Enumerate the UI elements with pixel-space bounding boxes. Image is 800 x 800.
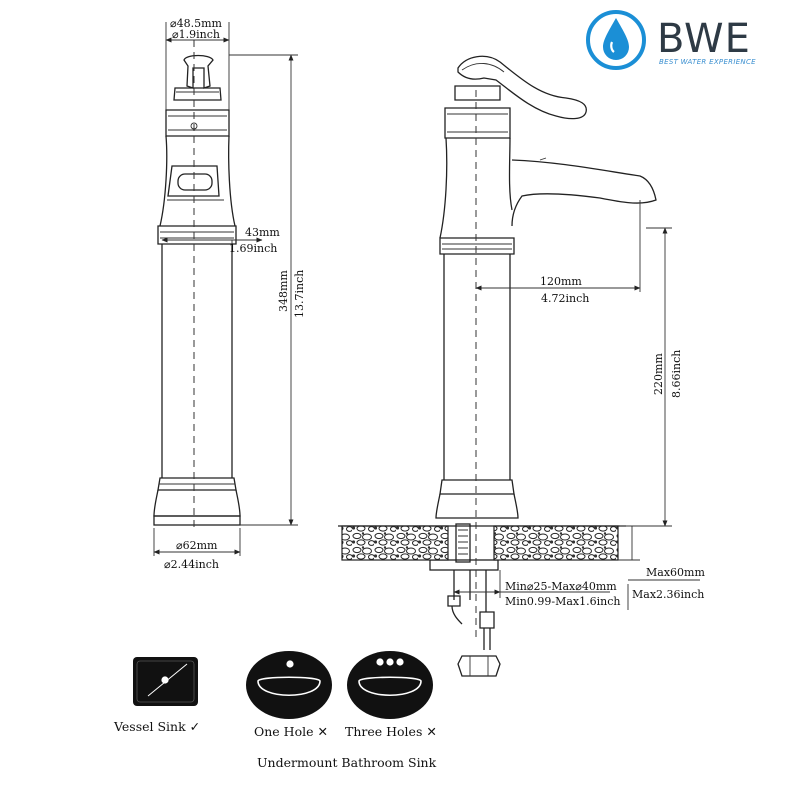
- one-hole-sink-icon: [246, 651, 332, 719]
- deck-thickness-in: Max2.36inch: [632, 588, 704, 601]
- side-view: 120mm 4.72inch 220mm 8.66inch Min⌀25-Max…: [338, 55, 705, 677]
- overall-height-in: 13.7inch: [293, 270, 306, 318]
- body-width-mm: 43mm: [245, 226, 280, 239]
- deck-hole-in: Min0.99-Max1.6inch: [505, 595, 620, 608]
- spout-height-in: 8.66inch: [670, 350, 683, 398]
- vessel-sink-label: Vessel Sink ✓: [113, 719, 200, 734]
- brand-name: BWE: [657, 16, 751, 62]
- spout-reach-in: 4.72inch: [541, 292, 589, 305]
- water-drop-icon: [586, 10, 646, 70]
- countertop-section: [338, 525, 626, 561]
- vessel-sink-icon: [133, 657, 198, 706]
- three-hole-sink-icon: [347, 651, 433, 719]
- front-view: ⌀48.5mm ⌀1.9inch 43mm 1.69inch 348mm 13.…: [153, 17, 306, 571]
- spout-height-mm: 220mm: [652, 353, 665, 395]
- three-holes-label: Three Holes ✕: [345, 724, 437, 739]
- brand-logo: BWE BEST WATER EXPERIENCE: [586, 10, 756, 70]
- base-diameter-mm: ⌀62mm: [176, 539, 218, 552]
- front-view-faucet-outline: [153, 54, 241, 526]
- deck-hole-mm: Min⌀25-Max⌀40mm: [505, 580, 617, 593]
- top-diameter-mm: ⌀48.5mm: [170, 17, 223, 30]
- one-hole-label: One Hole ✕: [254, 724, 328, 739]
- overall-height-mm: 348mm: [277, 270, 290, 312]
- brand-tagline: BEST WATER EXPERIENCE: [659, 58, 756, 66]
- sink-compatibility: Vessel Sink ✓ One Hole ✕ Three Holes ✕ U…: [113, 651, 437, 770]
- body-width-in: 1.69inch: [229, 242, 277, 255]
- deck-thickness-mm: Max60mm: [646, 566, 705, 579]
- undermount-caption: Undermount Bathroom Sink: [257, 755, 437, 770]
- spout-reach-mm: 120mm: [540, 275, 582, 288]
- top-diameter-in: ⌀1.9inch: [172, 28, 220, 41]
- base-diameter-in: ⌀2.44inch: [164, 558, 219, 571]
